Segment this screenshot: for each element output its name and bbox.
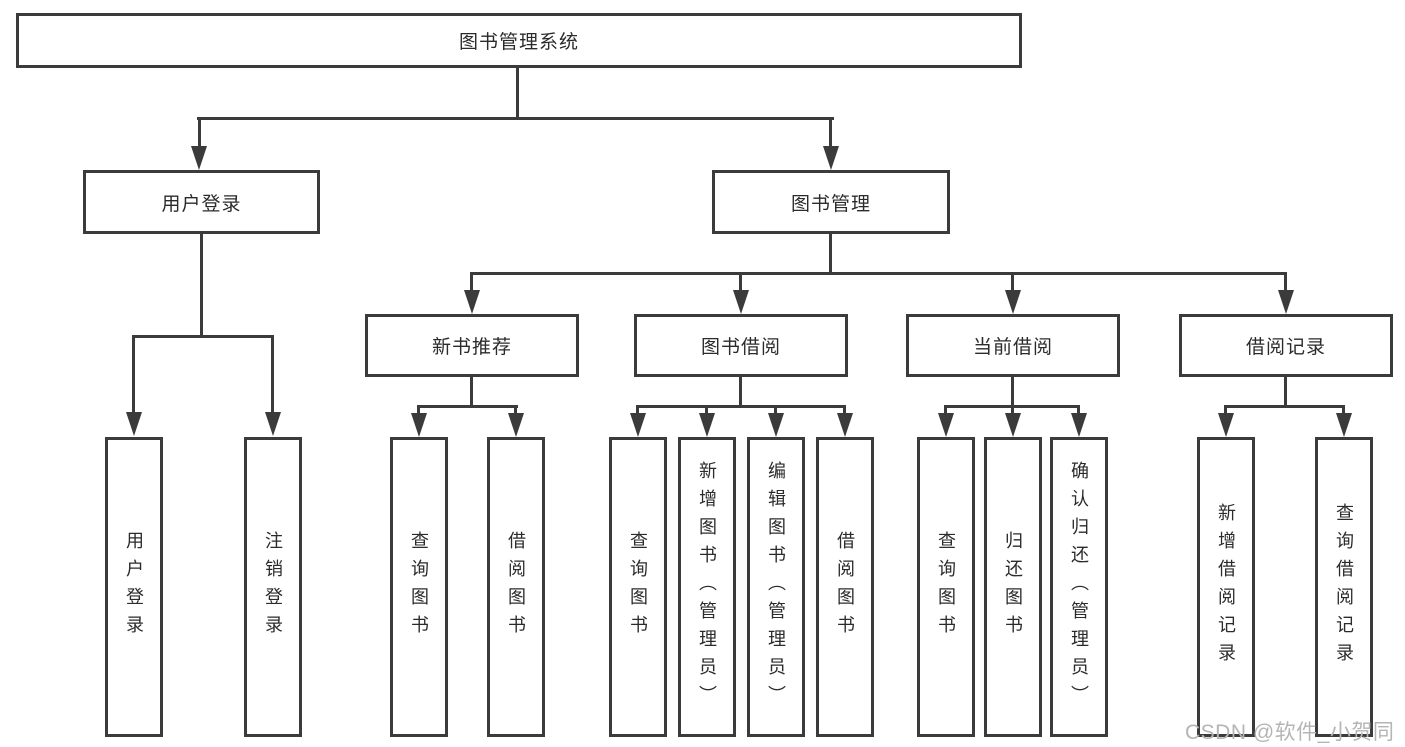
arrow-down-icon bbox=[768, 413, 784, 437]
connector-line bbox=[1011, 405, 1014, 414]
leaf-current-query: 查询图书 bbox=[917, 437, 975, 737]
connector-line bbox=[470, 272, 1287, 275]
connector-line bbox=[1342, 405, 1345, 414]
leaf-records-query-label: 查询借阅记录 bbox=[1334, 503, 1354, 671]
connector-line bbox=[271, 335, 274, 413]
arrow-down-icon bbox=[1005, 413, 1021, 437]
leaf-current-return-label: 归还图书 bbox=[1003, 531, 1023, 643]
connector-line bbox=[200, 234, 203, 337]
leaf-current-confirm-admin: 确认归还（管理员） bbox=[1050, 437, 1108, 737]
node-user-login: 用户登录 bbox=[83, 170, 320, 234]
arrow-down-icon bbox=[126, 412, 142, 436]
leaf-records-query: 查询借阅记录 bbox=[1315, 437, 1373, 737]
leaf-user-login: 用户登录 bbox=[105, 437, 163, 737]
arrow-down-icon bbox=[1336, 413, 1352, 437]
node-book-borrow-label: 图书借阅 bbox=[700, 337, 781, 358]
arrow-down-icon bbox=[1278, 290, 1294, 314]
connector-line bbox=[516, 67, 519, 119]
connector-line bbox=[774, 405, 777, 414]
node-root-label: 图书管理系统 bbox=[458, 32, 579, 53]
connector-line bbox=[417, 405, 518, 408]
leaf-borrow-borrow-label: 借阅图书 bbox=[835, 531, 855, 643]
node-current-borrow-label: 当前借阅 bbox=[972, 337, 1053, 358]
node-new-book-recommend-label: 新书推荐 bbox=[431, 337, 512, 358]
connector-line bbox=[417, 405, 420, 414]
arrow-down-icon bbox=[938, 413, 954, 437]
arrow-down-icon bbox=[265, 412, 281, 436]
connector-line bbox=[739, 377, 742, 407]
leaf-current-return: 归还图书 bbox=[984, 437, 1042, 737]
arrow-down-icon bbox=[191, 146, 207, 170]
connector-line bbox=[829, 117, 832, 148]
node-borrow-records: 借阅记录 bbox=[1179, 314, 1393, 377]
arrow-down-icon bbox=[630, 413, 646, 437]
connector-line bbox=[1224, 405, 1345, 408]
leaf-records-add: 新增借阅记录 bbox=[1197, 437, 1255, 737]
connector-line bbox=[1077, 405, 1080, 414]
connector-line bbox=[944, 405, 947, 414]
arrow-down-icon bbox=[411, 413, 427, 437]
leaf-user-login-label: 用户登录 bbox=[124, 531, 144, 643]
connector-line bbox=[1284, 377, 1287, 407]
connector-line bbox=[843, 405, 846, 414]
node-book-borrow: 图书借阅 bbox=[634, 314, 848, 377]
arrow-down-icon bbox=[464, 290, 480, 314]
arrow-down-icon bbox=[823, 146, 839, 170]
arrow-down-icon bbox=[837, 413, 853, 437]
leaf-logout-label: 注销登录 bbox=[263, 531, 283, 643]
leaf-current-confirm-admin-label: 确认归还（管理员） bbox=[1069, 461, 1089, 713]
node-book-management: 图书管理 bbox=[712, 170, 950, 234]
connector-line bbox=[132, 335, 274, 338]
node-book-management-label: 图书管理 bbox=[790, 193, 871, 215]
leaf-records-add-label: 新增借阅记录 bbox=[1216, 503, 1236, 671]
node-root: 图书管理系统 bbox=[16, 13, 1022, 68]
connector-line bbox=[1011, 272, 1014, 291]
connector-line bbox=[829, 234, 832, 275]
arrow-down-icon bbox=[1005, 290, 1021, 314]
leaf-borrow-query: 查询图书 bbox=[609, 437, 667, 737]
node-current-borrow: 当前借阅 bbox=[906, 314, 1120, 377]
diagram-watermark: CSDN @软件_小贺同学 bbox=[1185, 721, 1395, 744]
node-new-book-recommend: 新书推荐 bbox=[365, 314, 579, 377]
leaf-newbooks-borrow: 借阅图书 bbox=[487, 437, 545, 737]
connector-line bbox=[705, 405, 708, 414]
connector-line bbox=[636, 405, 639, 414]
leaf-borrow-edit-admin: 编辑图书（管理员） bbox=[747, 437, 805, 737]
leaf-newbooks-query: 查询图书 bbox=[390, 437, 448, 737]
leaf-borrow-query-label: 查询图书 bbox=[628, 531, 648, 643]
leaf-borrow-borrow: 借阅图书 bbox=[816, 437, 874, 737]
leaf-logout: 注销登录 bbox=[244, 437, 302, 737]
leaf-borrow-add-admin-label: 新增图书（管理员） bbox=[697, 461, 717, 713]
arrow-down-icon bbox=[699, 413, 715, 437]
connector-line bbox=[470, 272, 473, 291]
leaf-newbooks-borrow-label: 借阅图书 bbox=[506, 531, 526, 643]
arrow-down-icon bbox=[1218, 413, 1234, 437]
connector-line bbox=[1224, 405, 1227, 414]
connector-line bbox=[197, 117, 834, 120]
connector-line bbox=[636, 405, 846, 408]
leaf-borrow-edit-admin-label: 编辑图书（管理员） bbox=[766, 461, 786, 713]
arrow-down-icon bbox=[508, 413, 524, 437]
connector-line bbox=[470, 377, 473, 407]
connector-line bbox=[198, 117, 201, 148]
node-borrow-records-label: 借阅记录 bbox=[1245, 337, 1326, 358]
arrow-down-icon bbox=[733, 290, 749, 314]
node-user-login-label: 用户登录 bbox=[161, 193, 242, 215]
leaf-newbooks-query-label: 查询图书 bbox=[409, 531, 429, 643]
connector-line bbox=[132, 335, 135, 413]
leaf-borrow-add-admin: 新增图书（管理员） bbox=[678, 437, 736, 737]
connector-line bbox=[514, 405, 517, 414]
connector-line bbox=[1284, 272, 1287, 291]
connector-line bbox=[1011, 377, 1014, 407]
connector-line bbox=[739, 272, 742, 291]
leaf-current-query-label: 查询图书 bbox=[936, 531, 956, 643]
arrow-down-icon bbox=[1071, 413, 1087, 437]
